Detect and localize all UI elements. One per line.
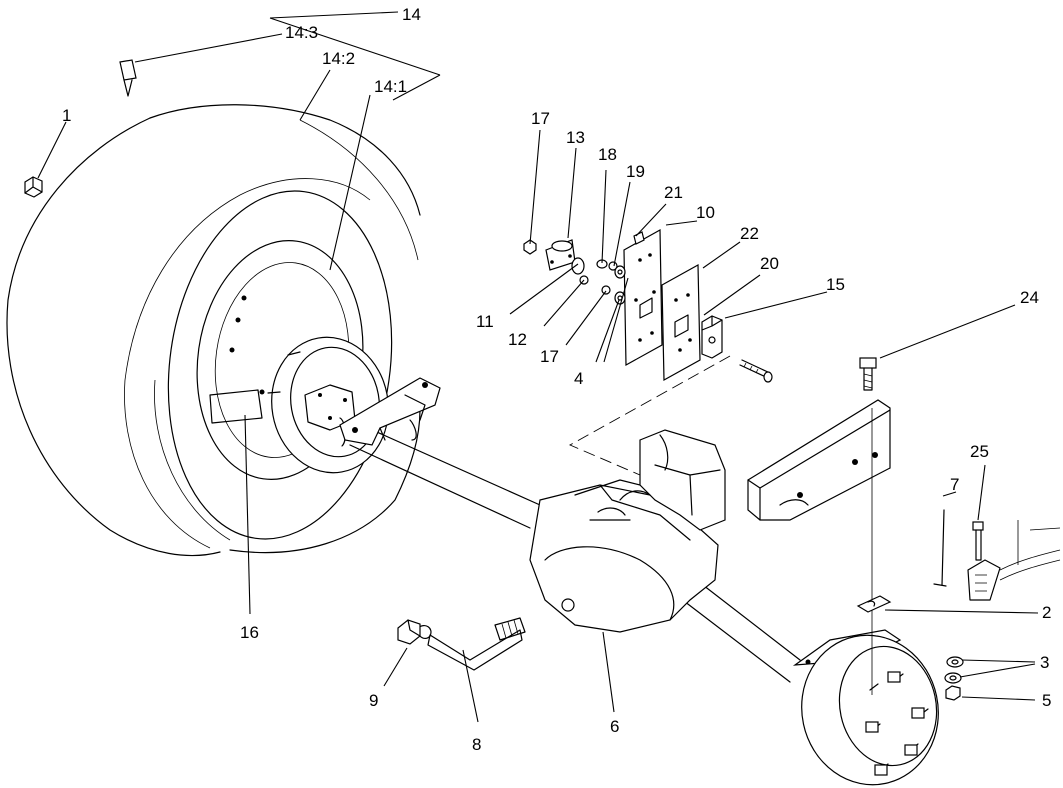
callout-16: 16 [240,623,259,642]
caliper-block-20 [701,315,723,359]
callout-1: 1 [62,106,71,125]
callout-2: 2 [1042,603,1051,622]
callout-14-2: 14:2 [322,49,355,68]
callout-22: 22 [740,224,759,243]
callout-8: 8 [472,735,481,754]
callout-6: 6 [610,717,619,736]
nut-5 [945,685,961,701]
callout-17-top: 17 [531,109,550,128]
bushing-13 [545,239,576,271]
callout-21: 21 [664,183,683,202]
mounting-bracket-plate [747,399,891,521]
lug-nut-1 [24,176,43,198]
shift-lever-8 [417,617,526,671]
knob-9 [397,619,421,645]
callout-10: 10 [696,203,715,222]
callout-labels: 1 2 3 4 5 6 7 8 9 10 11 12 13 14 14:1 14… [62,5,1051,754]
callout-14-1: 14:1 [374,77,407,96]
callout-14-3: 14:3 [285,23,318,42]
callout-13: 13 [566,128,585,147]
callout-14: 14 [402,5,421,24]
brake-drum-right [792,629,939,786]
washer-3 [944,656,964,684]
tire [6,104,421,557]
cotter-pin-7 [933,509,947,587]
callout-20: 20 [760,254,779,273]
callout-17-bottom: 17 [540,347,559,366]
washer-2 [856,595,892,613]
brake-plate-assembly [623,228,701,382]
callout-9: 9 [369,691,378,710]
callout-24: 24 [1020,288,1039,307]
callout-15: 15 [826,275,845,294]
callout-12: 12 [508,330,527,349]
callout-leaders [37,11,1039,723]
callout-11: 11 [476,312,494,331]
brake-cable-clevis-25 [967,520,1061,601]
callout-3: 3 [1040,653,1049,672]
callout-5: 5 [1042,691,1051,710]
callout-7: 7 [950,475,959,494]
small-hardware [523,231,645,305]
bolt-24 [859,357,877,391]
callout-4: 4 [574,369,583,388]
axle-tube [339,417,801,683]
valve-stem [119,59,137,97]
axle-mount-bracket-left [339,377,441,446]
callout-25: 25 [970,442,989,461]
transaxle-housing [529,429,726,633]
callout-19: 19 [626,162,645,181]
callout-18: 18 [598,145,617,164]
exploded-view-guide [568,355,731,476]
bolt-15 [739,359,773,383]
